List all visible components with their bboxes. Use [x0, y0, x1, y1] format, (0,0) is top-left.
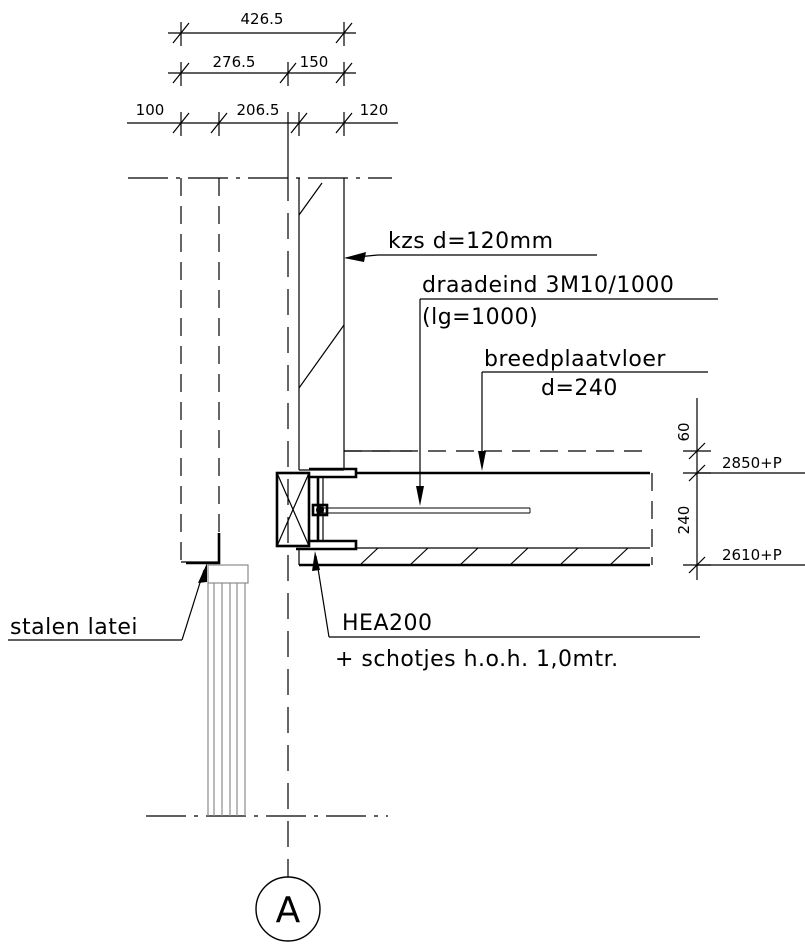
label-stalen-latei: stalen latei [10, 615, 138, 640]
dim-206-5: 206.5 [237, 101, 280, 119]
dim-100: 100 [136, 101, 165, 119]
existing-wall [180, 178, 220, 563]
annotations: kzs d=120mm draadeind 3M10/1000 (lg=1000… [8, 229, 718, 672]
label-breedplaatvloer: breedplaatvloer [484, 347, 666, 372]
grid-axis-a: A [255, 112, 321, 942]
level-2850: 2850+P [722, 454, 782, 472]
dim-426-5: 426.5 [241, 10, 284, 28]
label-draadeind-1: draadeind 3M10/1000 [422, 273, 674, 298]
grid-bubble-label: A [276, 890, 301, 931]
dim-276-5: 276.5 [213, 53, 256, 71]
steel-lintel [186, 533, 221, 565]
floor-slab [298, 450, 653, 567]
dim-150: 150 [300, 53, 329, 71]
kzs-wall [298, 178, 345, 471]
label-breedplaat-d: d=240 [541, 376, 618, 401]
label-kzs: kzs d=120mm [388, 229, 554, 254]
level-dimensions: 60 240 2850+P 2610+P [675, 398, 805, 580]
dim-240: 240 [675, 506, 693, 535]
hea200-beam [275, 467, 358, 551]
label-draadeind-2: (lg=1000) [422, 305, 538, 330]
dim-60: 60 [675, 422, 693, 441]
label-hea200: HEA200 [342, 611, 432, 636]
grid-bubble [255, 876, 321, 942]
window-frame [207, 564, 249, 816]
level-2610: 2610+P [722, 546, 782, 564]
dimension-chains: 426.5 276.5 150 100 206.5 120 [127, 10, 398, 136]
label-schotjes: + schotjes h.o.h. 1,0mtr. [335, 647, 619, 672]
dim-120: 120 [360, 101, 389, 119]
